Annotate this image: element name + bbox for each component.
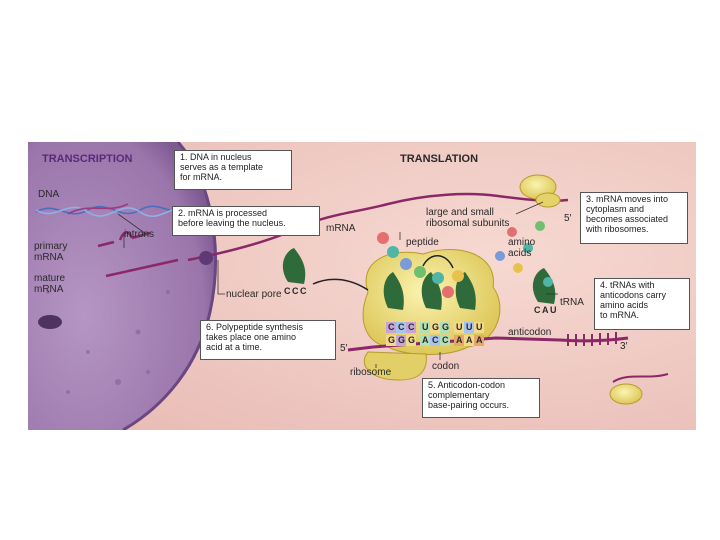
peptide-label: peptide <box>406 237 439 248</box>
five-prime-bottom: 5′ <box>340 343 348 354</box>
base: A <box>456 335 463 345</box>
dna-double-helix <box>35 203 191 218</box>
leader-lines <box>117 201 558 368</box>
trna-arriving <box>532 268 556 304</box>
base: G <box>388 335 396 345</box>
entry-arrow <box>422 255 454 269</box>
base: G <box>398 335 406 345</box>
base: G <box>432 322 440 332</box>
mrna-strand <box>187 192 569 262</box>
transcription-translation-figure: TRANSCRIPTION TRANSLATION 1. DNA in nucl… <box>28 142 696 430</box>
dna-label: DNA <box>38 189 60 200</box>
ribosome-label: ribosome <box>350 367 392 378</box>
base: C <box>408 322 415 332</box>
amino-acids <box>495 221 553 287</box>
trna-exiting <box>282 248 306 284</box>
base: A <box>542 305 549 315</box>
base: C <box>534 305 541 315</box>
anticodon-label: anticodon <box>508 327 552 338</box>
exit-arrow <box>312 278 369 291</box>
nuclear-pore <box>199 251 213 265</box>
base: A <box>466 335 473 345</box>
base: C <box>442 335 449 345</box>
five-prime-top: 5′ <box>564 213 572 224</box>
figure-artwork <box>28 142 696 430</box>
base: C <box>398 322 405 332</box>
mrna-lower-strand <box>347 336 629 352</box>
translation-heading: TRANSLATION <box>400 153 479 165</box>
base: C <box>292 286 299 296</box>
mrna-label: mRNA <box>326 223 356 234</box>
base: C <box>388 322 395 332</box>
base: U <box>476 322 483 332</box>
introns-label: introns <box>124 229 155 240</box>
base: A <box>422 335 429 345</box>
nuclear-pore-lower <box>38 315 62 329</box>
base: G <box>442 322 450 332</box>
base: G <box>408 335 416 345</box>
base: U <box>466 322 473 332</box>
mrna-ladder <box>567 332 617 346</box>
peptide-chain <box>377 232 464 298</box>
primary-mrna-strand <box>97 231 151 248</box>
base: U <box>550 305 557 315</box>
three-prime-label: 3′ <box>620 341 628 352</box>
base: U <box>422 322 429 332</box>
free-ribosome <box>609 383 643 405</box>
base: A <box>476 335 483 345</box>
trna-label: tRNA <box>560 297 584 308</box>
nuclear-pore-label: nuclear pore <box>226 289 282 300</box>
base: C <box>432 335 439 345</box>
base-tiles <box>386 322 484 346</box>
codon-label: codon <box>432 361 460 372</box>
base: C <box>284 286 291 296</box>
base: C <box>300 286 307 296</box>
mature-mrna-strand <box>105 258 179 278</box>
base: U <box>456 322 463 332</box>
transcription-heading: TRANSCRIPTION <box>42 153 133 165</box>
